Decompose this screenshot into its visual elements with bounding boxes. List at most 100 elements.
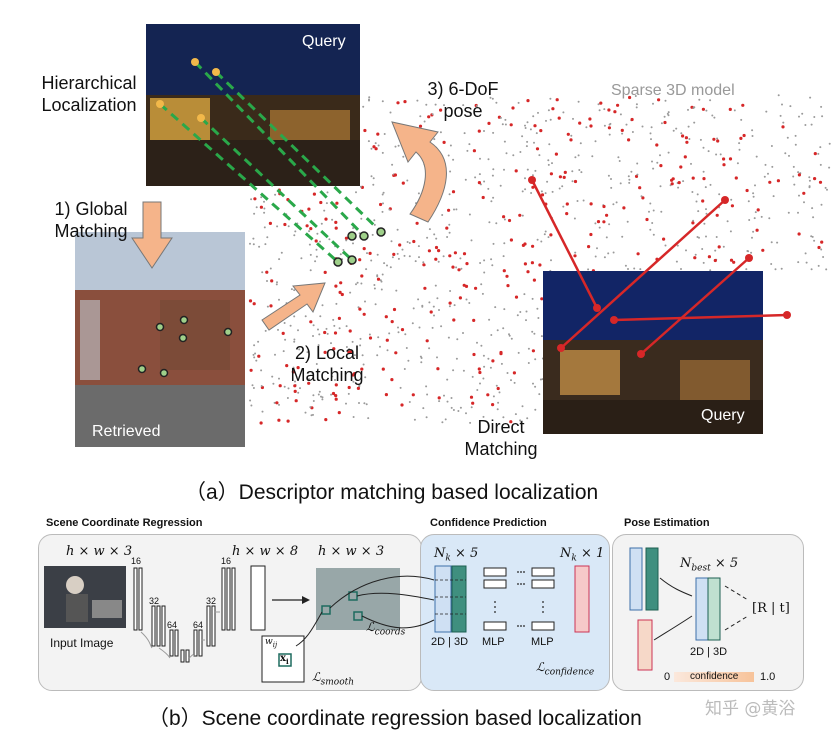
- point-cloud-dot: [820, 203, 823, 206]
- point-cloud-dot: [368, 336, 373, 340]
- point-cloud-dot: [789, 105, 792, 108]
- point-cloud-dot: [531, 174, 534, 177]
- hw3-label-a: h × w × 3: [66, 544, 133, 559]
- point-cloud-dot: [254, 352, 257, 355]
- point-cloud-dot: [448, 231, 451, 234]
- point-cloud-dot: [521, 243, 526, 247]
- point-cloud-dot: [751, 135, 754, 137]
- point-cloud-dot: [377, 144, 380, 147]
- point-cloud-dot: [508, 333, 510, 336]
- point-cloud-dot: [325, 327, 328, 330]
- l-confidence-sub: confidence: [544, 667, 595, 678]
- point-cloud-dot: [821, 115, 824, 118]
- point-cloud-dot: [547, 159, 550, 162]
- point-cloud-dot: [293, 338, 296, 341]
- point-cloud-dot: [365, 403, 368, 406]
- point-cloud-dot: [448, 301, 452, 305]
- point-cloud-dot: [414, 260, 417, 263]
- point-cloud-dot: [534, 358, 537, 361]
- l-coords-sub: coords: [374, 627, 406, 638]
- point-cloud-dot: [808, 186, 811, 189]
- local-match-lines: [159, 60, 383, 264]
- point-cloud-dot: [431, 326, 434, 329]
- point-cloud-dot: [597, 103, 600, 106]
- point-cloud-dot: [382, 191, 385, 194]
- point-cloud-dot: [394, 145, 397, 148]
- point-cloud-dot: [425, 416, 428, 419]
- point-cloud-dot: [492, 196, 495, 199]
- point-cloud-dot: [696, 193, 699, 196]
- point-cloud-dot: [682, 180, 685, 183]
- point-cloud-dot: [417, 192, 420, 195]
- w-ij-label: wij: [265, 637, 278, 649]
- point-cloud-dot: [687, 108, 689, 111]
- point-cloud-dot: [296, 366, 300, 370]
- point-cloud-dot: [453, 304, 456, 307]
- point-cloud-dot: [323, 330, 327, 335]
- retrieved-keypoints: [137, 315, 233, 378]
- point-cloud-dot: [417, 298, 420, 301]
- point-cloud-dot: [610, 178, 612, 180]
- point-cloud-dot: [282, 350, 285, 353]
- point-cloud-dot: [824, 186, 827, 189]
- point-cloud-dot: [360, 274, 364, 278]
- point-cloud-dot: [532, 382, 534, 385]
- point-cloud-dot: [715, 236, 718, 238]
- point-cloud-dot: [518, 213, 522, 217]
- point-cloud-dot: [438, 400, 441, 403]
- point-cloud-dot: [503, 168, 505, 171]
- point-cloud-dot: [324, 217, 328, 221]
- point-cloud-dot: [330, 342, 332, 345]
- point-cloud-dot: [403, 368, 406, 370]
- point-cloud-dot: [612, 251, 615, 254]
- point-cloud-dot: [471, 375, 474, 378]
- point-cloud-dot: [345, 346, 348, 348]
- point-cloud-dot: [680, 268, 682, 270]
- point-cloud-dot: [412, 307, 415, 310]
- mlp-label-a: MLP: [482, 636, 505, 648]
- point-cloud-dot: [317, 393, 320, 396]
- point-cloud-dot: [763, 175, 766, 178]
- point-cloud-dot: [514, 413, 517, 416]
- point-cloud-dot: [537, 111, 539, 114]
- point-cloud-dot: [432, 305, 435, 308]
- point-cloud-dot: [309, 320, 313, 324]
- point-cloud-dot: [765, 110, 768, 113]
- point-cloud-dot: [681, 134, 685, 138]
- point-cloud-dot: [315, 363, 318, 365]
- point-cloud-dot: [447, 154, 450, 157]
- point-cloud-dot: [726, 220, 729, 223]
- point-cloud-dot: [667, 114, 670, 117]
- point-cloud-dot: [434, 103, 437, 106]
- point-cloud-dot: [429, 310, 433, 314]
- point-cloud-dot: [718, 193, 721, 196]
- point-cloud-dot: [776, 179, 781, 183]
- smooth-loss-box: [261, 635, 305, 683]
- point-cloud-dot: [415, 221, 419, 225]
- point-cloud-dot: [261, 410, 264, 413]
- point-cloud-dot: [565, 212, 569, 216]
- hierarchical-line2: Localization: [41, 95, 137, 115]
- point-cloud-dot: [521, 214, 524, 217]
- point-cloud-dot: [532, 278, 537, 282]
- point-cloud-dot: [628, 178, 631, 181]
- point-cloud-dot: [608, 223, 611, 226]
- point-cloud-dot: [361, 354, 364, 357]
- point-cloud-dot: [423, 286, 427, 290]
- point-cloud-dot: [268, 221, 272, 225]
- point-cloud-dot: [492, 242, 495, 245]
- point-cloud-dot: [316, 232, 319, 235]
- point-cloud-dot: [797, 171, 800, 174]
- point-cloud-dot: [447, 208, 451, 212]
- point-cloud-dot: [275, 283, 278, 286]
- point-cloud-dot: [418, 124, 423, 128]
- point-cloud-dot: [779, 114, 782, 117]
- point-cloud-dot: [636, 173, 639, 176]
- point-cloud-dot: [358, 258, 362, 262]
- point-cloud-dot: [630, 170, 633, 173]
- point-cloud-dot: [659, 185, 662, 188]
- point-cloud-dot: [483, 365, 486, 368]
- point-cloud-dot: [705, 235, 707, 238]
- point-cloud-dot: [809, 96, 812, 99]
